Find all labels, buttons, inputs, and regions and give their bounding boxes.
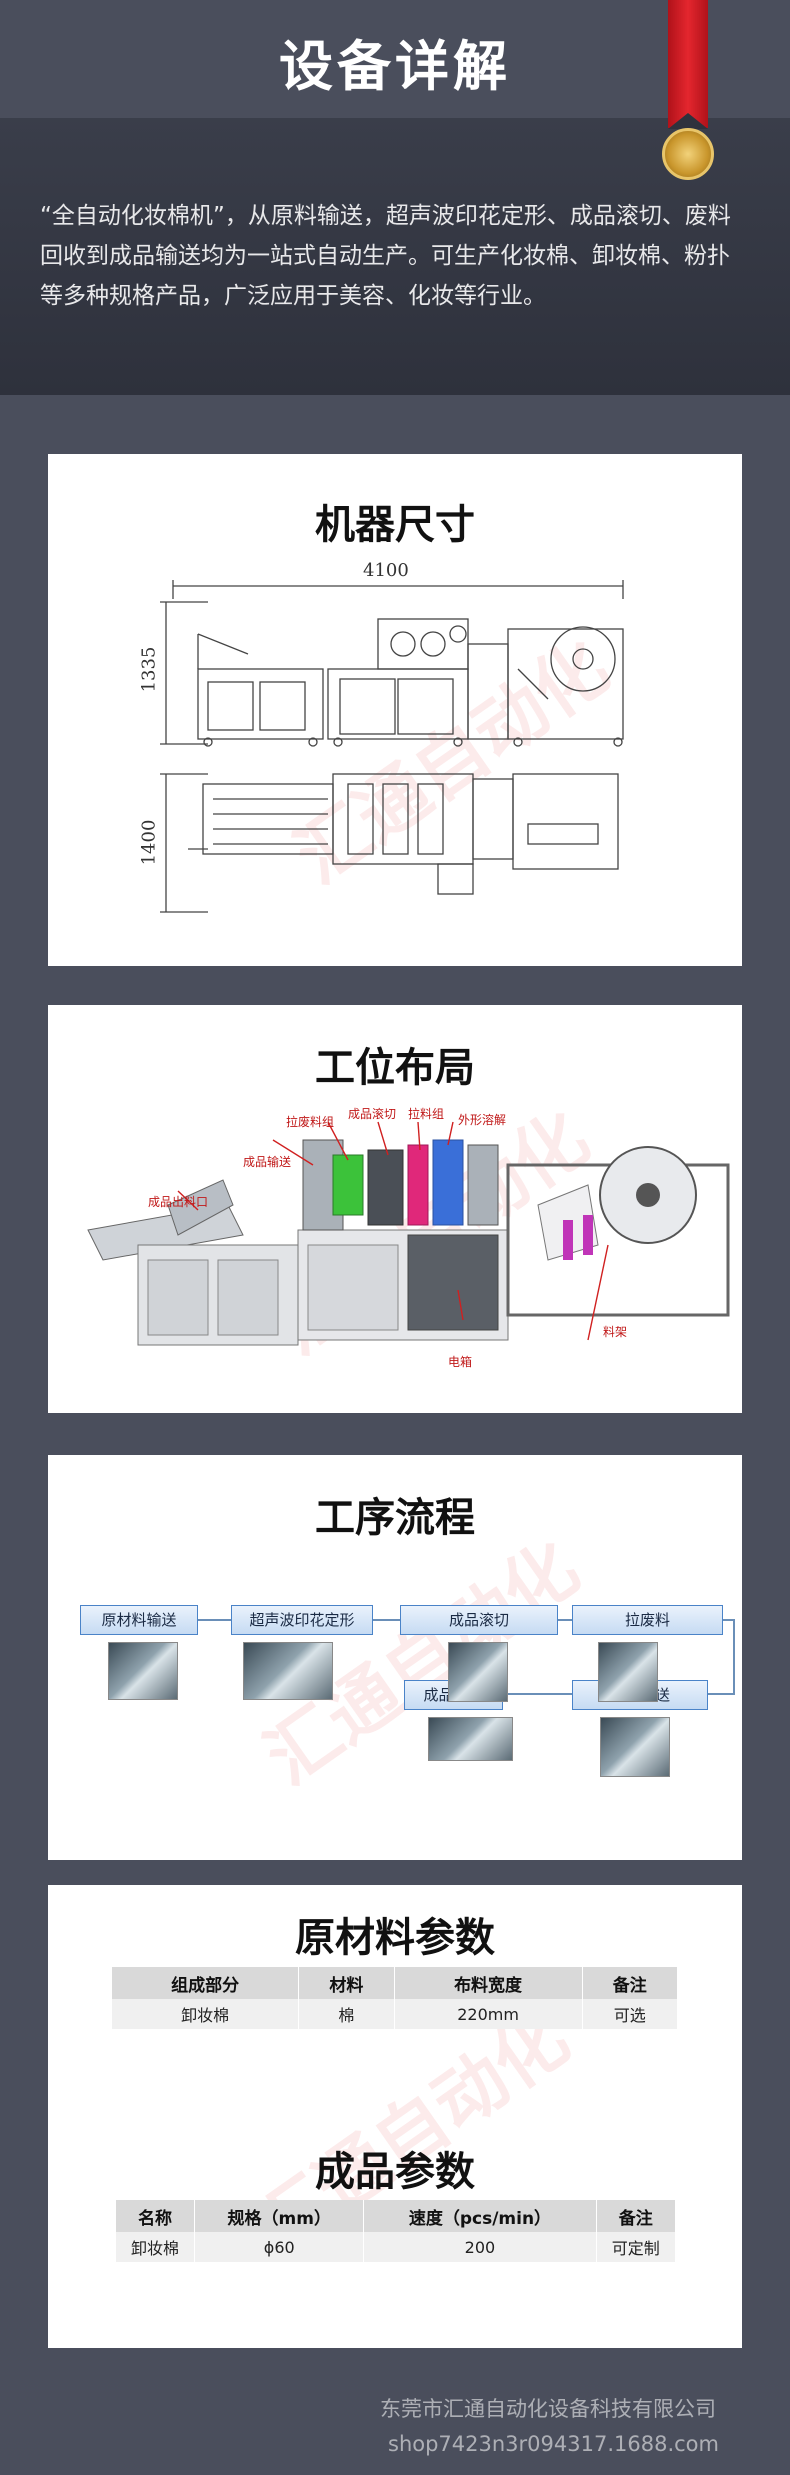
label-roll-cut: 成品滚切 bbox=[348, 1107, 397, 1121]
table-cell: 卸妆棉 bbox=[116, 2232, 196, 2262]
label-cabinet: 电箱 bbox=[448, 1355, 473, 1369]
table-cell: 卸妆棉 bbox=[112, 1999, 300, 2029]
table-cell: 220mm bbox=[394, 1999, 583, 2029]
dimensions-card: 机器尺寸 汇通自动化 bbox=[48, 454, 742, 966]
table-header-row: 名称 规格（mm） 速度（pcs/min） 备注 bbox=[116, 2200, 677, 2232]
layout-card: 工位布局 汇通自动化 bbox=[48, 1005, 742, 1413]
label-conveyor: 成品输送 bbox=[243, 1155, 292, 1169]
flow-step-waste: 拉废料 bbox=[572, 1605, 723, 1635]
flow-connector bbox=[503, 1693, 613, 1695]
label-outlet: 成品出料口 bbox=[148, 1195, 209, 1209]
flow-photo-roll-cut bbox=[448, 1642, 508, 1702]
table-header-row: 组成部分 材料 布料宽度 备注 bbox=[112, 1967, 679, 1999]
intro-text: “全自动化妆棉机”，从原料输送，超声波印花定形、成品滚切、废料回收到成品输送均为… bbox=[40, 203, 731, 309]
label-ultrasonic: 外形溶解 bbox=[458, 1113, 507, 1127]
table-header-cell: 组成部分 bbox=[112, 1967, 300, 1999]
side-view-drawing bbox=[160, 580, 624, 913]
width-dimension-label: 4100 bbox=[363, 560, 409, 581]
table-cell: 可选 bbox=[582, 1999, 679, 2029]
header-section: 设备详解 “全自动化妆棉机”，从原料输送，超声波印花定形、成品滚切、废料回收到成… bbox=[0, 0, 790, 395]
flow-photo-output bbox=[428, 1717, 513, 1761]
ribbon-decoration bbox=[668, 0, 708, 129]
table-row: 卸妆棉 棉 220mm 可选 bbox=[112, 1999, 679, 2029]
flow-photo-conveyor bbox=[600, 1717, 670, 1777]
footer-company: 东莞市汇通自动化设备科技有限公司 bbox=[380, 2397, 716, 2421]
table-header-cell: 材料 bbox=[298, 1967, 395, 1999]
flow-step-roll-cut: 成品滚切 bbox=[400, 1605, 558, 1635]
table-cell: ϕ60 bbox=[194, 2232, 365, 2262]
flow-connector bbox=[733, 1619, 735, 1695]
medal-icon bbox=[662, 128, 714, 180]
table-header-cell: 速度（pcs/min） bbox=[363, 2200, 597, 2232]
table-header-cell: 备注 bbox=[596, 2200, 677, 2232]
flow-step-ultrasonic: 超声波印花定形 bbox=[231, 1605, 373, 1635]
table-cell: 棉 bbox=[298, 1999, 395, 2029]
depth-dimension-label: 1400 bbox=[138, 819, 160, 866]
flow-step-raw: 原材料输送 bbox=[80, 1605, 198, 1635]
flow-connector bbox=[708, 1693, 735, 1695]
label-rack: 料架 bbox=[603, 1325, 628, 1339]
machine-layout-drawing bbox=[87, 1121, 730, 1346]
page-title: 设备详解 bbox=[279, 35, 511, 98]
layout-title: 工位布局 bbox=[315, 1045, 475, 1091]
footer-shop-url: shop7423n3r094317.1688.com bbox=[388, 2432, 719, 2456]
table-header-cell: 备注 bbox=[582, 1967, 679, 1999]
table-header-cell: 布料宽度 bbox=[394, 1967, 583, 1999]
header-top-band bbox=[0, 0, 790, 118]
product-table: 名称 规格（mm） 速度（pcs/min） 备注 卸妆棉 ϕ60 200 可定制 bbox=[116, 2200, 677, 2262]
flow-photo-raw bbox=[108, 1642, 178, 1700]
label-waste-roller: 拉废料组 bbox=[286, 1115, 335, 1129]
table-cell: 可定制 bbox=[596, 2232, 677, 2262]
label-pull-roller: 拉料组 bbox=[408, 1107, 445, 1121]
table-header-cell: 规格（mm） bbox=[194, 2200, 365, 2232]
dimensions-title: 机器尺寸 bbox=[315, 502, 475, 548]
raw-material-title: 原材料参数 bbox=[295, 1915, 495, 1961]
flow-photo-ultrasonic bbox=[243, 1642, 333, 1700]
product-title: 成品参数 bbox=[315, 2149, 475, 2195]
flow-connector bbox=[723, 1619, 735, 1621]
flow-photo-waste bbox=[598, 1642, 658, 1702]
raw-material-table: 组成部分 材料 布料宽度 备注 卸妆棉 棉 220mm 可选 bbox=[112, 1967, 679, 2029]
table-cell: 200 bbox=[363, 2232, 597, 2262]
height-dimension-label: 1335 bbox=[138, 646, 160, 693]
table-header-cell: 名称 bbox=[116, 2200, 196, 2232]
parameters-card: 汇通自动化 原材料参数 组成部分 材料 布料宽度 备注 卸妆棉 棉 220mm … bbox=[48, 1885, 742, 2348]
process-title: 工序流程 bbox=[315, 1495, 475, 1541]
table-row: 卸妆棉 ϕ60 200 可定制 bbox=[116, 2232, 677, 2262]
process-card: 工序流程 汇通自动化 原材料输送 超声波印花定形 成品滚切 拉废料 成品输送 成… bbox=[48, 1455, 742, 1860]
